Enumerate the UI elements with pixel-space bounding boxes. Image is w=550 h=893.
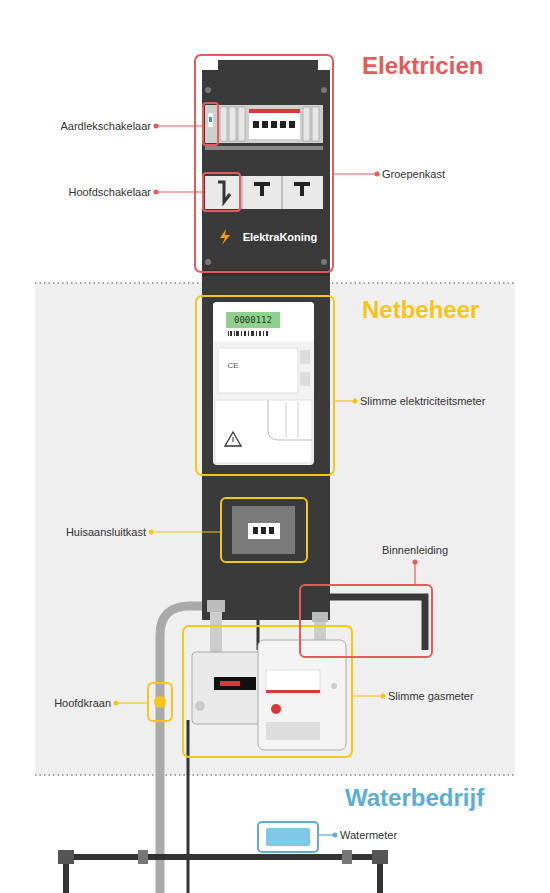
brand-logo: ElektraKoning [243,230,318,244]
callout-label: Hoofdkraan [54,696,111,710]
callout-label: Watermeter [340,828,397,842]
callout-label: Groepenkast [382,167,445,181]
callout-label: Hoofdschakelaar [68,185,151,199]
callout-label: Aardlekschakelaar [61,119,152,133]
callout-label: Huisaansluitkast [66,525,146,539]
section-heading: Waterbedrijf [345,784,484,812]
ce-mark: CE [227,361,238,370]
meter-display: 0000112 [234,315,272,326]
section-band: Waterbedrijf [35,775,515,893]
section-heading: Elektricien [362,52,483,80]
callout-label: Slimme elektriciteitsmeter [360,394,485,408]
callout-label: Slimme gasmeter [388,689,474,703]
section-heading: Netbeheer [362,296,479,324]
callout-label: Binnenleiding [382,543,448,557]
